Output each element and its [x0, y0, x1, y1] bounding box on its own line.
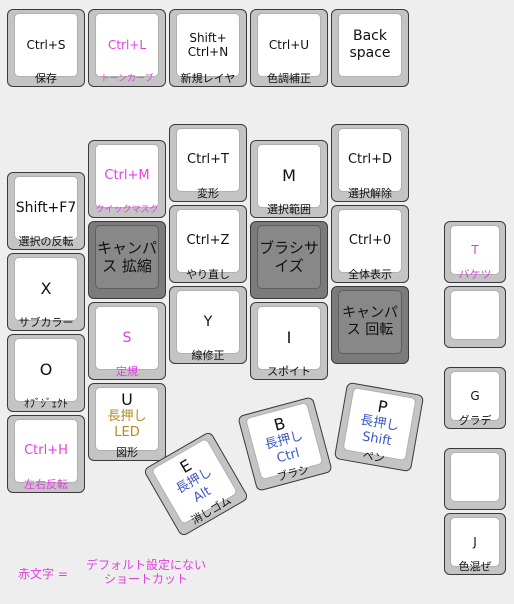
key-function-label: トーンカーブ: [100, 74, 154, 84]
key-function-label: 選択範囲: [267, 203, 311, 216]
key-label: Ctrl+S: [26, 37, 66, 52]
legend-description: デフォルト設定にない ショートカット: [76, 558, 216, 586]
key-function-label: やり直し: [186, 268, 230, 281]
key-label: Ctrl+L: [107, 37, 147, 52]
key-save[interactable]: Ctrl+S 保存: [7, 9, 85, 87]
key-canvas-rotate[interactable]: キャンパス 回転: [331, 286, 409, 364]
key-tone-curve[interactable]: Ctrl+L トーンカーブ: [88, 9, 166, 87]
key-bucket[interactable]: T バケツ: [444, 221, 506, 283]
key-label: S: [122, 329, 132, 346]
key-hold-label: 長押し: [107, 409, 147, 425]
key-function-label: 左右反転: [24, 478, 68, 491]
key-color-correct[interactable]: Ctrl+U 色調補正: [250, 9, 328, 87]
key-select-range[interactable]: M 選択範囲: [250, 140, 328, 218]
key-label: G: [470, 388, 480, 403]
key-sub-color[interactable]: X サブカラー: [7, 253, 85, 331]
key-function-label: 色調補正: [267, 72, 311, 85]
key-label-line2: space: [349, 45, 391, 61]
key-function-label: 新規レイヤ: [180, 72, 236, 85]
key-function-label: 選択解除: [348, 187, 392, 200]
key-label-line1: Back: [353, 28, 387, 45]
key-label: X: [40, 279, 52, 299]
key-label: Ctrl+Z: [186, 233, 230, 249]
key-shape[interactable]: U 長押し LED 図形: [88, 383, 166, 461]
key-undo[interactable]: Ctrl+Z やり直し: [169, 205, 247, 283]
key-label: Shift+F7: [15, 199, 77, 216]
key-ruler[interactable]: S 定規: [88, 302, 166, 380]
key-function-label: 色混ぜ: [458, 560, 492, 573]
key-label: キャンパス 拡縮: [96, 239, 157, 275]
key-gradient[interactable]: G グラデ: [444, 367, 506, 429]
key-label: Y: [203, 313, 213, 330]
key-function-label: 保存: [35, 72, 57, 85]
key-led-label: LED: [114, 424, 140, 440]
key-invert-selection[interactable]: Shift+F7 選択の反転: [7, 172, 85, 250]
key-label: P: [376, 396, 389, 418]
key-deselect[interactable]: Ctrl+D 選択解除: [331, 124, 409, 202]
key-function-label: 選択の反転: [18, 235, 74, 248]
key-function-label: 変形: [197, 187, 219, 200]
key-label: O: [39, 360, 53, 380]
key-label-line1: Shift+: [189, 30, 227, 45]
key-show-all[interactable]: Ctrl+0 全体表示: [331, 205, 409, 283]
legend-description-line2: ショートカット: [103, 572, 188, 586]
key-label: Ctrl+M: [104, 168, 150, 184]
key-function-label: グラデ: [458, 414, 492, 427]
key-label: J: [473, 534, 477, 549]
key-label: U: [121, 390, 133, 409]
key-line-fix[interactable]: Y 線修正: [169, 286, 247, 364]
key-brush[interactable]: B 長押し Ctrl ブラシ: [237, 396, 333, 492]
key-brush-size[interactable]: ブラシサイズ: [250, 221, 328, 299]
legend-description-line1: デフォルト設定にない: [85, 558, 206, 572]
key-quick-mask[interactable]: Ctrl+M クイックマスク: [88, 140, 166, 218]
key-label: Ctrl+D: [347, 152, 393, 168]
key-function-label: 全体表示: [348, 268, 392, 281]
key-label: キャンパス 回転: [342, 305, 398, 338]
key-transform[interactable]: Ctrl+T 変形: [169, 124, 247, 202]
key-blank-right-1[interactable]: [444, 286, 506, 348]
key-pen[interactable]: P 長押し Shift ペン: [333, 381, 425, 473]
key-eyedropper[interactable]: I スポイト: [250, 302, 328, 380]
key-blend[interactable]: J 色混ぜ: [444, 513, 506, 575]
key-function-label: バケツ: [458, 268, 492, 281]
key-label: Ctrl+U: [268, 37, 310, 52]
key-function-label: クイックマスク: [95, 205, 159, 215]
key-label: T: [471, 242, 479, 257]
key-function-label: 定規: [116, 365, 138, 378]
key-label: M: [282, 166, 296, 186]
key-blank-right-2[interactable]: [444, 448, 506, 510]
key-flip-horizontal[interactable]: Ctrl+H 左右反転: [7, 415, 85, 493]
key-canvas-zoom[interactable]: キャンパス 拡縮: [88, 221, 166, 299]
key-label: ブラシサイズ: [259, 239, 319, 275]
key-label-line2: Ctrl+N: [187, 45, 229, 59]
key-function-label: 図形: [116, 446, 138, 459]
key-function-label: スポイト: [267, 365, 311, 378]
key-function-label: サブカラー: [18, 316, 74, 329]
key-label: I: [286, 328, 292, 348]
key-label: Ctrl+0: [348, 233, 392, 249]
key-object[interactable]: O ｵﾌﾞｼﾞｪｸﾄ: [7, 334, 85, 412]
key-label: Ctrl+H: [24, 443, 68, 459]
key-function-label: 線修正: [191, 349, 225, 362]
key-new-layer[interactable]: Shift+ Ctrl+N 新規レイヤ: [169, 9, 247, 87]
legend-label: 赤文字 =: [18, 567, 68, 581]
key-backspace[interactable]: Back space: [331, 9, 409, 87]
key-label: Ctrl+T: [187, 152, 229, 168]
key-function-label: ｵﾌﾞｼﾞｪｸﾄ: [24, 397, 68, 410]
